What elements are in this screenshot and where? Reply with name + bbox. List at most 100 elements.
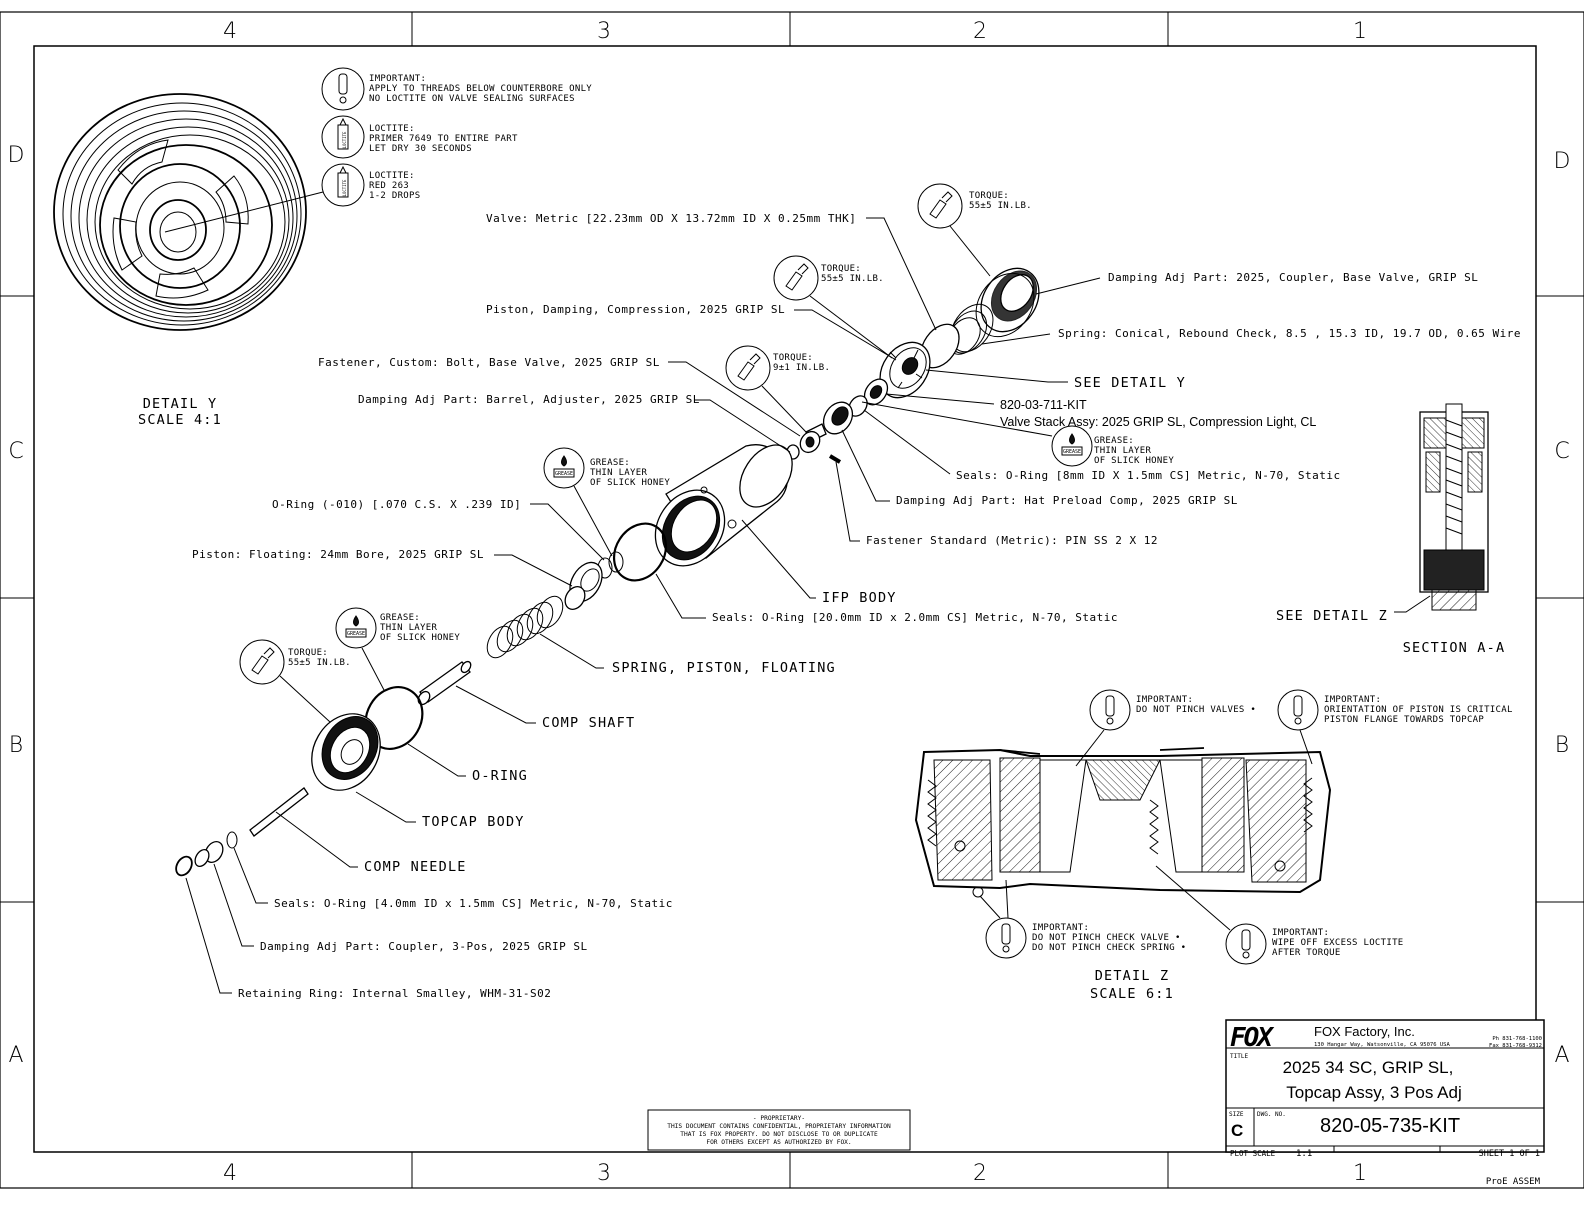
note-torque-topcap-l1: 55±5 IN.LB. <box>288 658 351 668</box>
dwg-no-label: DWG. NO. <box>1257 1111 1286 1118</box>
part-retaining-ring <box>175 855 193 877</box>
loctite-tube-label: LOCTITE <box>342 131 347 148</box>
note-grease-topcap-head: GREASE: <box>380 613 420 623</box>
note-torque-bolt-head: TORQUE: <box>773 353 813 363</box>
zone-row-a-right: A <box>1554 1043 1569 1068</box>
note-wipe-l1: WIPE OFF EXCESS LOCTITE <box>1272 938 1404 948</box>
wrench-icon-3 <box>737 353 761 381</box>
detail-z-view: DETAIL Z SCALE 6:1 <box>914 747 1332 1002</box>
detail-z-label: DETAIL Z <box>1095 968 1170 984</box>
part-coupler-3pos <box>194 841 224 868</box>
zone-col-2-bottom: 2 <box>973 1161 987 1186</box>
label-seals-8mm: Seals: O-Ring [8mm ID X 1.5mm CS] Metric… <box>956 469 1341 482</box>
note-pinch-valves-l1: DO NOT PINCH VALVES • <box>1136 705 1256 715</box>
label-comp-shaft: COMP SHAFT <box>542 715 635 731</box>
size-label: SIZE <box>1229 1111 1244 1118</box>
zone-row-b-right: B <box>1555 733 1569 758</box>
part-ifp-body <box>654 444 793 567</box>
note-threads-head: IMPORTANT: <box>369 74 426 84</box>
grease-drop-icon-2 <box>561 455 567 467</box>
note-grease-topcap-l1: THIN LAYER <box>380 623 437 633</box>
label-piston-damping: Piston, Damping, Compression, 2025 GRIP … <box>486 303 785 316</box>
title-line-2: Topcap Assy, 3 Pos Adj <box>1286 1083 1461 1102</box>
label-seals-20mm: Seals: O-Ring [20.0mm ID x 2.0mm CS] Met… <box>712 611 1118 624</box>
zone-labels: 4 3 2 1 4 3 2 1 D C B A D C B A <box>8 19 1571 1186</box>
zone-col-3-bottom: 3 <box>597 1161 611 1186</box>
note-grease-oring-l2: OF SLICK HONEY <box>590 478 670 488</box>
size-value: C <box>1231 1121 1243 1140</box>
label-valve-stack-pn: 820-03-711-KIT <box>1000 398 1087 412</box>
proprietary-notice: - PROPRIETARY- THIS DOCUMENT CONTAINS CO… <box>647 1109 911 1151</box>
note-torque-topcap-head: TORQUE: <box>288 648 328 658</box>
note-grease-oring-l1: THIN LAYER <box>590 468 647 478</box>
note-threads-l2: NO LOCTITE ON VALVE SEALING SURFACES <box>369 94 575 104</box>
part-comp-needle <box>249 787 309 837</box>
part-topcap-body <box>311 713 381 791</box>
label-valve-stack-desc: Valve Stack Assy: 2025 GRIP SL, Compress… <box>1000 415 1316 429</box>
plot-scale-label: PLOT SCALE <box>1230 1149 1276 1158</box>
company-address: 130 Hangar Way, Watsonville, CA 95076 US… <box>1314 1042 1450 1048</box>
grease-drop-icon-3 <box>353 615 359 627</box>
proprietary-l4: FOR OTHERS EXCEPT AS AUTHORIZED BY FOX. <box>706 1139 851 1146</box>
label-seals-4mm: Seals: O-Ring [4.0mm ID x 1.5mm CS] Metr… <box>274 897 673 910</box>
part-oring-010 <box>608 551 624 573</box>
exploded-parts <box>175 267 1040 877</box>
zone-col-4-top: 4 <box>223 19 237 44</box>
note-orientation-head: IMPORTANT: <box>1324 695 1381 705</box>
part-floating-piston <box>564 561 603 610</box>
wrench-icon-2 <box>785 263 809 291</box>
part-comp-shaft <box>417 660 472 706</box>
wrench-icon-4 <box>251 647 275 675</box>
note-wipe-head: IMPORTANT: <box>1272 928 1329 938</box>
note-torque-bolt: TORQUE: 9±1 IN.LB. <box>725 345 830 433</box>
label-oring-010: O-Ring (-010) [.070 C.S. X .239 ID] <box>272 498 521 511</box>
note-pinch-valves: IMPORTANT: DO NOT PINCH VALVES • <box>1075 689 1256 767</box>
drawing-border <box>0 11 1584 1189</box>
note-primer-head: LOCTITE: <box>369 124 415 134</box>
label-comp-needle: COMP NEEDLE <box>364 859 467 875</box>
part-hat-preload <box>822 401 854 435</box>
detail-y-view: DETAIL Y SCALE 4:1 <box>53 93 307 428</box>
grease-icon-label: GREASE <box>1063 449 1081 455</box>
label-see-detail-y: SEE DETAIL Y <box>1074 375 1186 391</box>
note-pinch-check-l2: DO NOT PINCH CHECK SPRING • <box>1032 943 1186 953</box>
title-line-1: 2025 34 SC, GRIP SL, <box>1283 1058 1454 1077</box>
zone-row-c-left: C <box>8 439 23 464</box>
note-torque-piston-head: TORQUE: <box>821 264 861 274</box>
title-block: FOX FOX Factory, Inc. 130 Hangar Way, Wa… <box>1225 1019 1545 1187</box>
company-phone: Ph 831-768-1100 <box>1492 1036 1542 1042</box>
zone-col-1-bottom: 1 <box>1353 1161 1367 1186</box>
company-name: FOX Factory, Inc. <box>1314 1024 1415 1039</box>
detail-y-scale: SCALE 4:1 <box>138 412 222 428</box>
label-spring-piston: SPRING, PISTON, FLOATING <box>612 660 836 676</box>
note-important-threads: IMPORTANT: APPLY TO THREADS BELOW COUNTE… <box>321 67 592 111</box>
label-piston-floating: Piston: Floating: 24mm Bore, 2025 GRIP S… <box>192 548 484 561</box>
title-label: TITLE <box>1230 1053 1248 1060</box>
part-coupler-base-valve <box>975 267 1040 338</box>
note-grease-topcap-l2: OF SLICK HONEY <box>380 633 460 643</box>
detail-z-scale: SCALE 6:1 <box>1090 986 1174 1002</box>
note-torque-piston: TORQUE: 55±5 IN.LB. <box>773 255 893 359</box>
zone-row-d-right: D <box>1554 149 1571 174</box>
note-primer-l2: LET DRY 30 SECONDS <box>369 144 472 154</box>
note-grease-valve: GREASE GREASE: THIN LAYER OF SLICK HONEY <box>861 401 1174 467</box>
label-damping-coupler-3pos: Damping Adj Part: Coupler, 3-Pos, 2025 G… <box>260 940 588 953</box>
note-red-l2: 1-2 DROPS <box>369 191 420 201</box>
note-pinch-check-l1: DO NOT PINCH CHECK VALVE • <box>1032 933 1181 943</box>
part-damping-piston <box>879 341 931 399</box>
proprietary-l1: - PROPRIETARY- <box>753 1115 805 1122</box>
note-pinch-check: IMPORTANT: DO NOT PINCH CHECK VALVE • DO… <box>979 879 1186 959</box>
grease-drop-icon <box>1069 433 1075 445</box>
loctite-tube-icon <box>337 124 349 150</box>
label-fastener-custom: Fastener, Custom: Bolt, Base Valve, 2025… <box>318 356 660 369</box>
wrench-icon <box>929 191 953 219</box>
note-red-head: LOCTITE: <box>369 171 415 181</box>
label-spring-conical: Spring: Conical, Rebound Check, 8.5 , 15… <box>1058 327 1521 340</box>
label-damping-barrel: Damping Adj Part: Barrel, Adjuster, 2025… <box>358 393 700 406</box>
label-damping-coupler-base: Damping Adj Part: 2025, Coupler, Base Va… <box>1108 271 1478 284</box>
label-ifp-body: IFP BODY <box>822 590 897 606</box>
label-valve-metric: Valve: Metric [22.23mm OD X 13.72mm ID X… <box>486 212 856 225</box>
grease-icon-label-3: GREASE <box>347 631 365 637</box>
note-orientation-l1: ORIENTATION OF PISTON IS CRITICAL <box>1324 705 1513 715</box>
section-a-a-view: SEE DETAIL Z SECTION A-A <box>1276 403 1504 656</box>
